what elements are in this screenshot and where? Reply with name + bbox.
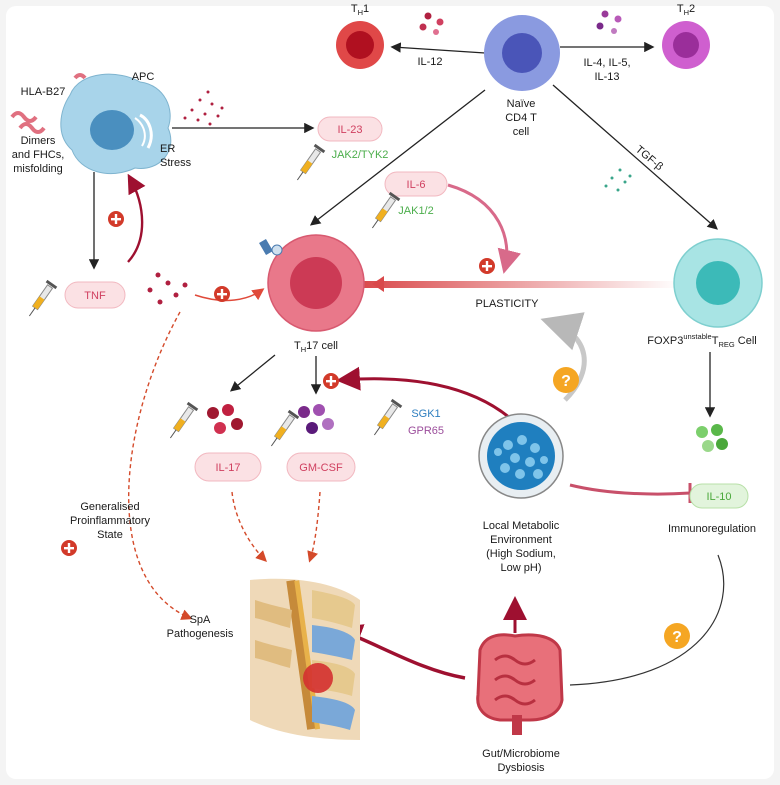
inhibit-metabolic-il10 bbox=[569, 483, 691, 496]
dashed-il17-to-spa bbox=[231, 491, 267, 562]
question-mark-1: ? bbox=[561, 373, 571, 390]
treg-label: FOXP3unstableTREG Cell bbox=[647, 332, 756, 349]
th1-label: TH1 bbox=[351, 3, 369, 17]
gut-line1: Gut/Microbiome bbox=[482, 748, 560, 760]
il10-text: IL-10 bbox=[706, 491, 731, 503]
il6-pill bbox=[384, 171, 448, 197]
il10-pill bbox=[689, 483, 749, 509]
gpr65-label: GPR65 bbox=[408, 425, 444, 437]
apc-cell bbox=[60, 73, 172, 175]
apc-label: APC bbox=[132, 71, 155, 83]
arrow-th17-to-il17 bbox=[229, 354, 276, 392]
hla-b27-label: HLA-B27 bbox=[21, 86, 66, 98]
arrow-tnf-to-th17 bbox=[194, 288, 265, 302]
local-line3: (High Sodium, bbox=[486, 548, 556, 560]
plasticity-arrowhead bbox=[372, 276, 384, 292]
dashed-tnf-to-spa bbox=[128, 311, 193, 620]
tgf-particles bbox=[604, 168, 632, 192]
il12-label: IL-12 bbox=[417, 56, 442, 68]
jak2-tyk2-label: JAK2/TYK2 bbox=[332, 149, 389, 161]
naive-label-line3: cell bbox=[513, 126, 530, 138]
proinf-line1: Generalised bbox=[80, 501, 139, 513]
il4-label-line1: IL-4, IL-5, bbox=[583, 57, 630, 69]
plus-icon bbox=[323, 373, 339, 389]
naive-label-line2: CD4 T bbox=[505, 112, 537, 124]
th2-cell bbox=[662, 21, 710, 69]
syringe-icon bbox=[28, 279, 58, 317]
arrow-naive-to-treg bbox=[552, 84, 718, 230]
tnf-pill bbox=[64, 281, 126, 309]
plasticity-bar bbox=[360, 281, 680, 288]
plus-icon bbox=[479, 258, 495, 274]
tnf-particles bbox=[147, 272, 188, 305]
misfold-label-line2: and FHCs, bbox=[12, 149, 65, 161]
question-icon bbox=[553, 367, 579, 393]
arrow-tnf-feedback-apc bbox=[127, 173, 146, 263]
gmcsf-pill bbox=[286, 452, 356, 482]
question-icon bbox=[664, 623, 690, 649]
plus-icon bbox=[61, 540, 77, 556]
gmcsf-particles bbox=[298, 404, 334, 434]
th2-particles bbox=[596, 10, 622, 34]
arrow-naive-to-th17 bbox=[309, 89, 486, 226]
th1-cell bbox=[336, 21, 384, 69]
treg-cell bbox=[673, 238, 763, 328]
il23-particles bbox=[183, 90, 224, 126]
syringe-icon bbox=[270, 409, 300, 447]
spa-line1: SpA bbox=[190, 614, 211, 626]
il4-label-line2: IL-13 bbox=[594, 71, 619, 83]
il17-particles bbox=[207, 404, 243, 434]
th17-label: TH17 cell bbox=[294, 340, 338, 354]
th17-cell bbox=[259, 234, 365, 332]
spa-line2: Pathogenesis bbox=[167, 628, 234, 640]
question-mark-2: ? bbox=[672, 629, 682, 646]
gut-line2: Dysbiosis bbox=[497, 762, 545, 774]
plasticity-label: PLASTICITY bbox=[476, 298, 540, 310]
arrow-metabolic-to-th17 bbox=[336, 366, 511, 420]
il12-particles bbox=[419, 12, 444, 35]
proinf-line2: Proinflammatory bbox=[70, 515, 151, 527]
il17-text: IL-17 bbox=[215, 462, 240, 474]
sgk1-label: SGK1 bbox=[411, 408, 440, 420]
panel-background bbox=[6, 6, 774, 779]
er-stress-line2: Stress bbox=[160, 157, 192, 169]
local-line4: Low pH) bbox=[501, 562, 542, 574]
dashed-gmcsf-to-spa bbox=[307, 491, 321, 563]
gmcsf-text: GM-CSF bbox=[299, 462, 343, 474]
naive-label-line1: Naïve bbox=[507, 98, 536, 110]
syringe-icon bbox=[296, 143, 326, 181]
arrow-il6-to-plasticity bbox=[447, 183, 521, 274]
er-stress-line1: ER bbox=[160, 143, 175, 155]
arrow-naive-to-th1 bbox=[390, 42, 486, 54]
syringe-icon bbox=[169, 401, 199, 439]
misfold-label-line3: misfolding bbox=[13, 163, 63, 175]
proinf-line3: State bbox=[97, 529, 123, 541]
syringe-icon bbox=[373, 398, 403, 436]
misfold-label-line1: Dimers bbox=[21, 135, 56, 147]
plus-icon bbox=[108, 211, 124, 227]
local-line2: Environment bbox=[490, 534, 552, 546]
il17-pill bbox=[194, 452, 262, 482]
spine-illustration bbox=[250, 578, 360, 740]
local-line1: Local Metabolic bbox=[483, 520, 560, 532]
naive-cd4-cell bbox=[484, 15, 560, 91]
plus-icon bbox=[214, 286, 230, 302]
tnf-text: TNF bbox=[84, 290, 106, 302]
il23-text: IL-23 bbox=[337, 124, 362, 136]
jak12-label: JAK1/2 bbox=[398, 205, 433, 217]
metabolic-dish bbox=[478, 413, 564, 499]
il10-particles bbox=[696, 424, 728, 452]
immunoregulation-label: Immunoregulation bbox=[668, 523, 756, 535]
il23-pill bbox=[317, 116, 383, 142]
hla-b27-molecules bbox=[10, 73, 87, 134]
gut-illustration bbox=[476, 633, 564, 735]
il6-text: IL-6 bbox=[407, 179, 426, 191]
syringe-icon bbox=[371, 191, 401, 229]
line-immuno-to-gut bbox=[569, 554, 725, 686]
th2-label: TH2 bbox=[677, 3, 695, 17]
